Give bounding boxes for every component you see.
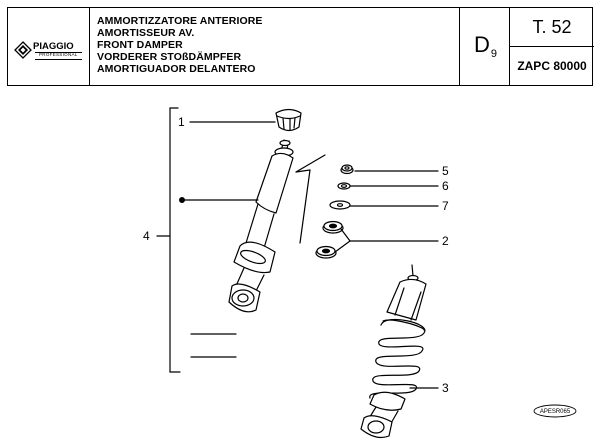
model-code: ZAPC 80000: [517, 59, 587, 73]
title-de: VORDERER STOßDÄMPFER: [97, 51, 242, 63]
rubber-washer-upper-part: [322, 220, 344, 234]
part-titles: AMMORTIZZATORE ANTERIORE AMORTISSEUR AV.…: [90, 8, 460, 85]
section-code-cell: D9: [460, 8, 510, 85]
washer-part: [329, 200, 351, 210]
brand-rule: [35, 52, 82, 60]
image-code-text: APESR065: [540, 409, 571, 415]
callout-4: 4: [143, 229, 150, 243]
table-reference: T. 52: [510, 8, 594, 47]
title-en: FRONT DAMPER: [97, 39, 183, 51]
leader-lines: [184, 121, 439, 389]
image-code-badge: APESR065: [533, 404, 577, 418]
assembly-lines: [295, 154, 326, 244]
section-letter: D: [474, 32, 490, 57]
callout-7: 7: [442, 199, 449, 213]
brand-name: PIAGGIO: [33, 41, 74, 52]
rubber-bush-part: [275, 108, 302, 132]
section-code: D9: [474, 32, 498, 60]
reference-cell: T. 52 ZAPC 80000: [510, 8, 594, 85]
callout-3: 3: [442, 381, 449, 395]
spring-washer-part: [337, 182, 351, 190]
coil-spring-damper-part: [360, 264, 427, 439]
piaggio-logo-icon: [14, 41, 32, 59]
nut-part: [340, 164, 354, 175]
front-damper-part: [228, 139, 294, 313]
callout-6: 6: [442, 179, 449, 193]
callout-5: 5: [442, 164, 449, 178]
brand-subtitle: PROFESSIONAL: [39, 52, 78, 57]
callout-2: 2: [442, 234, 449, 248]
callout-1: 1: [178, 115, 185, 129]
title-block: PIAGGIO PROFESSIONAL AMMORTIZZATORE ANTE…: [7, 7, 594, 86]
rubber-washer-lower-part: [315, 245, 337, 259]
title-es: AMORTIGUADOR DELANTERO: [97, 63, 256, 75]
title-fr: AMORTISSEUR AV.: [97, 27, 195, 39]
group-bracket: [156, 107, 181, 373]
logo-cell: PIAGGIO PROFESSIONAL: [8, 8, 90, 85]
section-number: 9: [490, 48, 498, 60]
group-marker-dot: [179, 197, 185, 203]
title-it: AMMORTIZZATORE ANTERIORE: [97, 15, 263, 27]
